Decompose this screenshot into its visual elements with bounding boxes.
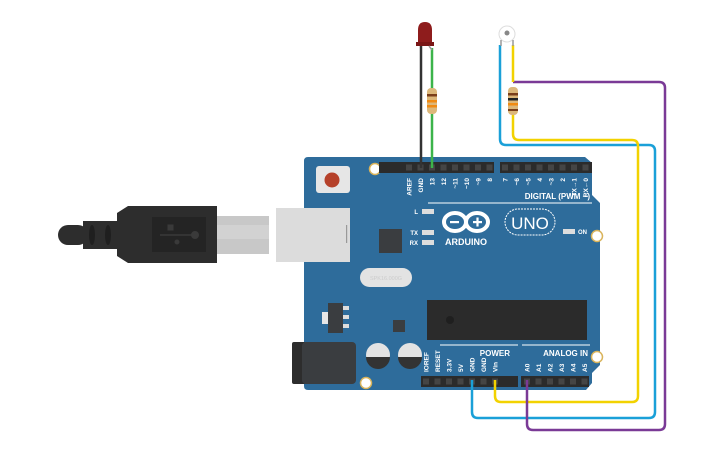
wire-blue-5v[interactable] [470, 45, 657, 420]
pin-label: 3.3V [447, 358, 454, 372]
analog-header[interactable] [521, 376, 589, 387]
reset-button[interactable] [316, 166, 350, 193]
power-jack[interactable] [292, 342, 356, 384]
pin-label: ~9 [476, 178, 483, 186]
pin-label: ~5 [526, 178, 533, 186]
header-pin[interactable] [571, 164, 577, 171]
pin-label: ~3 [549, 178, 556, 186]
pin-label: IOREF [424, 352, 431, 372]
voltage-regulator [322, 303, 349, 333]
pin-label: 5V [458, 363, 465, 372]
header-pin[interactable] [559, 164, 566, 171]
wire-purple-a0[interactable] [513, 80, 667, 432]
header-pin[interactable] [513, 164, 520, 171]
resistor-photo[interactable] [508, 87, 518, 115]
crystal: SPK16.000G [360, 268, 412, 287]
usb-chip [379, 229, 402, 253]
mounting-hole [590, 229, 604, 243]
header-pin[interactable] [525, 164, 531, 171]
header-pin[interactable] [452, 164, 458, 171]
pin-label: A5 [582, 363, 589, 372]
pin-label: A1 [536, 363, 543, 372]
pin-label: A4 [571, 363, 578, 372]
header-pin[interactable] [581, 378, 588, 385]
pin-label: A3 [559, 363, 566, 372]
resistor-led[interactable] [427, 88, 437, 114]
svg-text:ARDUINO: ARDUINO [445, 237, 487, 247]
wire-yellow-gnd[interactable] [493, 115, 640, 404]
header-pin[interactable] [535, 378, 542, 385]
svg-text:RX: RX [410, 241, 418, 247]
mounting-hole [590, 350, 604, 364]
pin-label: A2 [548, 363, 555, 372]
pin-label: GND [470, 357, 477, 372]
pin-label: ~6 [514, 178, 521, 186]
pin-label: 4 [537, 178, 544, 182]
header-pin[interactable] [475, 164, 481, 171]
arduino-logo: ARDUINO UNO [442, 208, 556, 247]
pin-label: 8 [487, 178, 494, 182]
header-pin[interactable] [558, 378, 565, 385]
header-pin[interactable] [582, 164, 589, 171]
photoresistor[interactable] [498, 25, 516, 46]
pin-label: AREF [407, 178, 414, 196]
capacitor [366, 343, 422, 369]
digital-label: DIGITAL (PWM ~) [525, 192, 591, 201]
atmega-chip [427, 300, 587, 340]
usb-cable[interactable] [58, 206, 269, 263]
header-pin[interactable] [547, 378, 553, 385]
svg-text:ON: ON [578, 230, 587, 236]
pin-label: RESET [435, 350, 442, 372]
pin-label: GND [481, 357, 488, 372]
header-pin[interactable] [440, 164, 447, 171]
pin-label: 13 [430, 178, 437, 186]
mounting-hole [359, 376, 373, 390]
pin-label: A0 [525, 363, 532, 372]
header-pin[interactable] [423, 378, 429, 385]
header-pin[interactable] [434, 378, 441, 385]
header-pin[interactable] [548, 164, 554, 171]
pin-label: RX←0 [583, 178, 590, 198]
header-pin[interactable] [463, 164, 470, 171]
red-led[interactable] [416, 22, 434, 51]
pin-label: TX→1 [572, 178, 579, 197]
header-pin[interactable] [502, 164, 508, 171]
header-pin[interactable] [536, 164, 543, 171]
header-pin[interactable] [486, 164, 493, 171]
header-pin[interactable] [446, 378, 452, 385]
digital-header-right[interactable] [500, 162, 592, 173]
digital-header-left[interactable] [379, 162, 494, 173]
pin-label: ~10 [464, 178, 471, 189]
usb-port [276, 208, 350, 262]
board-leds: L TX RX ON [410, 209, 587, 247]
analog-label: ANALOG IN [543, 349, 588, 358]
svg-text:SPK16.000G: SPK16.000G [370, 276, 402, 282]
svg-text:L: L [414, 210, 418, 216]
pin-label: GND [418, 178, 425, 193]
header-pin[interactable] [406, 164, 412, 171]
pin-label: ~11 [453, 178, 460, 189]
pin-label: Vin [493, 362, 500, 372]
pin-label: 7 [503, 178, 510, 182]
header-pin[interactable] [570, 378, 576, 385]
pin-label: 2 [560, 178, 567, 182]
mounting-hole [368, 162, 382, 176]
power-label: POWER [480, 349, 510, 358]
svg-text:TX: TX [410, 231, 418, 237]
usb-symbol-icon [160, 224, 199, 245]
pin-label: 12 [441, 178, 448, 186]
header-pin[interactable] [457, 378, 464, 385]
svg-text:UNO: UNO [511, 214, 549, 233]
header-pin[interactable] [480, 378, 487, 385]
